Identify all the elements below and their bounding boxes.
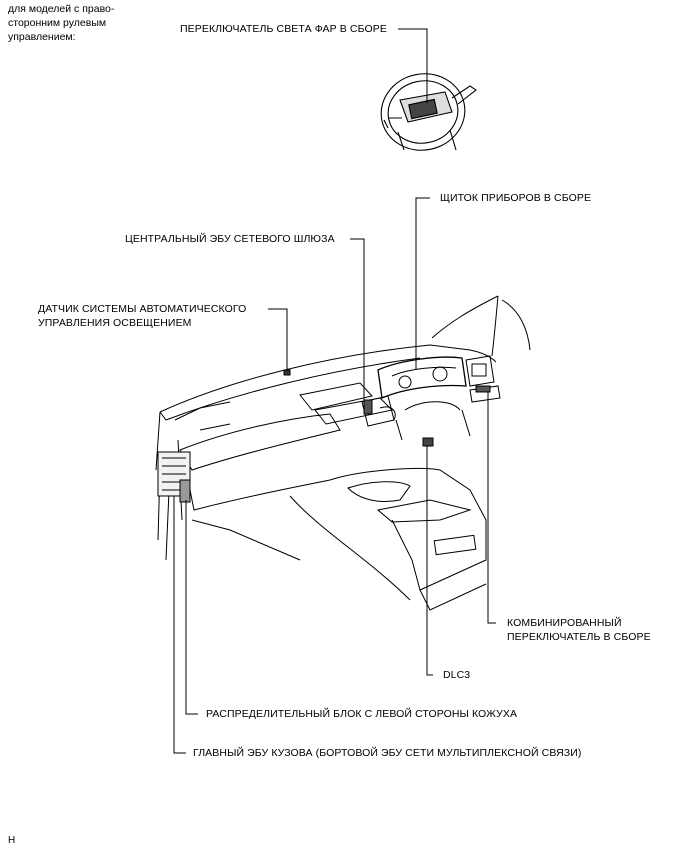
junction-block-drawing [157,451,191,503]
leader-dlc3 [426,446,433,676]
label-combo-switch-line-2: ПЕРЕКЛЮЧАТЕЛЬ В СБОРЕ [507,631,651,643]
leader-instrument-panel [415,197,430,370]
leader-light-sensor [268,308,288,370]
rhd-note-line-1: для моделей с право- [8,3,115,15]
label-light-sensor-line-1: ДАТЧИК СИСТЕМЫ АВТОМАТИЧЕСКОГО [38,303,247,315]
dashboard-drawing [155,344,501,611]
label-main-body-ecu: ГЛАВНЫЙ ЭБУ КУЗОВА (БОРТОВОЙ ЭБУ СЕТИ МУ… [193,747,582,759]
label-junction-block: РАСПРЕДЕЛИТЕЛЬНЫЙ БЛОК С ЛЕВОЙ СТОРОНЫ К… [206,708,518,720]
corner-mark: H [8,835,16,846]
rhd-note-line-2: сторонним рулевым [8,17,107,29]
combo-switch-marker [475,385,491,393]
label-headlight-switch: ПЕРЕКЛЮЧАТЕЛЬ СВЕТА ФАР В СБОРЕ [180,23,387,35]
leader-gateway-ecu [350,238,365,400]
label-gateway-ecu: ЦЕНТРАЛЬНЫЙ ЭБУ СЕТЕВОГО ШЛЮЗА [125,233,335,245]
leader-junction-block [185,500,198,715]
label-combo-switch-line-1: КОМБИНИРОВАННЫЙ [507,617,622,629]
windshield-outline [431,295,531,357]
leader-headlight-switch [398,28,428,103]
rhd-note: для моделей с право- сторонним рулевым у… [8,2,158,44]
rhd-note-line-3: управлением: [8,31,76,43]
label-dlc3: DLC3 [443,669,471,681]
label-instrument-panel: ЩИТОК ПРИБОРОВ В СБОРЕ [440,192,592,204]
leader-lines [173,28,496,754]
leader-combo-switch [487,392,496,624]
label-light-sensor-line-2: УПРАВЛЕНИЯ ОСВЕЩЕНИЕМ [38,317,192,329]
light-sensor-marker [283,369,291,376]
steering-wheel-drawing [380,73,477,151]
dlc3-marker [422,437,434,447]
gateway-ecu-marker [363,399,373,415]
leader-main-body-ecu [173,496,186,754]
